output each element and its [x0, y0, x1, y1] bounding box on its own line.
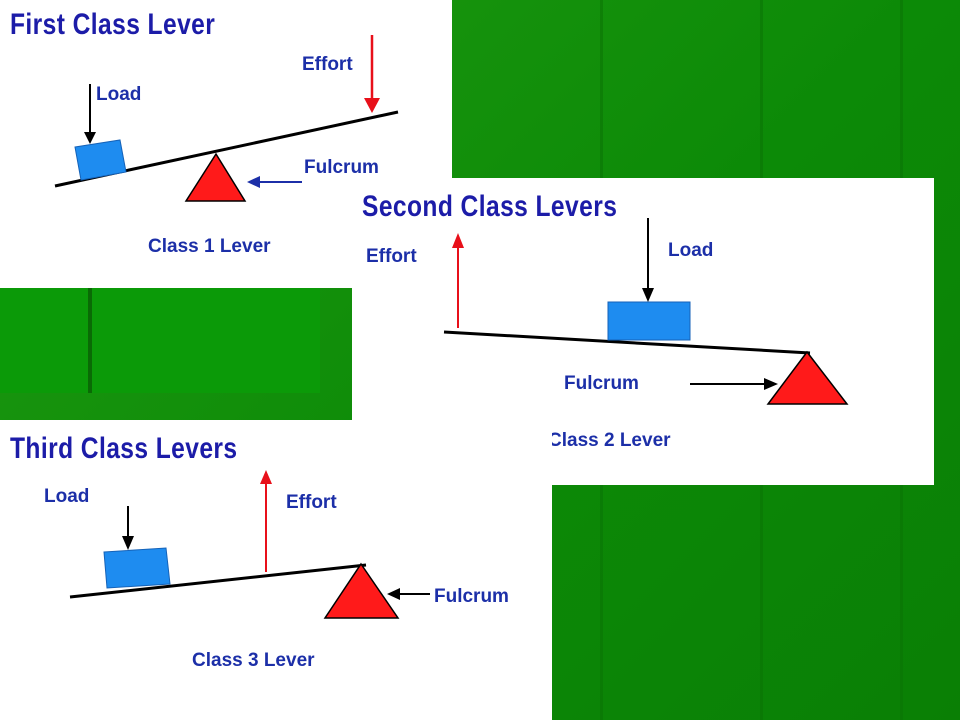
panel-class-3: Third Class Levers Load Effort Fulcrum C… [0, 420, 552, 720]
load-arrow-head [122, 536, 134, 550]
lever-beam [69, 563, 367, 599]
fulcrum-triangle [766, 350, 849, 405]
load-label: Load [668, 240, 713, 261]
lever-beam [443, 330, 811, 355]
caption-label: Class 3 Lever [192, 650, 315, 671]
fulcrum-label: Fulcrum [434, 586, 509, 607]
panel-title: Second Class Levers [362, 190, 618, 223]
effort-arrow-head [260, 470, 272, 484]
fulcrum-triangle [323, 562, 400, 619]
load-arrow-head [84, 132, 96, 144]
load-box [74, 139, 127, 181]
class-2-lever-diagram: Effort Load Fulcrum Class 2 Lever [366, 218, 849, 451]
panel-title: Third Class Levers [10, 432, 238, 465]
load-arrow-head [642, 288, 654, 302]
load-box [103, 547, 171, 589]
effort-arrow-head [364, 98, 380, 113]
fulcrum-label: Fulcrum [304, 157, 379, 178]
load-label: Load [96, 84, 141, 105]
fulcrum-pointer-head [387, 588, 400, 600]
fulcrum-pointer-head [247, 176, 260, 188]
caption-label: Class 2 Lever [548, 430, 671, 451]
effort-arrow-head [452, 233, 464, 248]
caption-label: Class 1 Lever [148, 236, 271, 257]
green-block [0, 288, 320, 393]
block-divider [88, 288, 92, 393]
fulcrum-pointer-head [764, 378, 778, 390]
class-1-lever-diagram: Load Effort Fulcrum Class 1 Lever [54, 35, 399, 257]
effort-label: Effort [366, 246, 417, 267]
load-label: Load [44, 486, 89, 507]
panel-title: First Class Lever [10, 8, 216, 41]
class-3-lever-diagram: Load Effort Fulcrum Class 3 Lever [44, 470, 509, 671]
fulcrum-triangle [184, 152, 247, 202]
effort-label: Effort [302, 54, 353, 75]
load-box [607, 301, 691, 341]
fulcrum-label: Fulcrum [564, 373, 639, 394]
effort-label: Effort [286, 492, 337, 513]
